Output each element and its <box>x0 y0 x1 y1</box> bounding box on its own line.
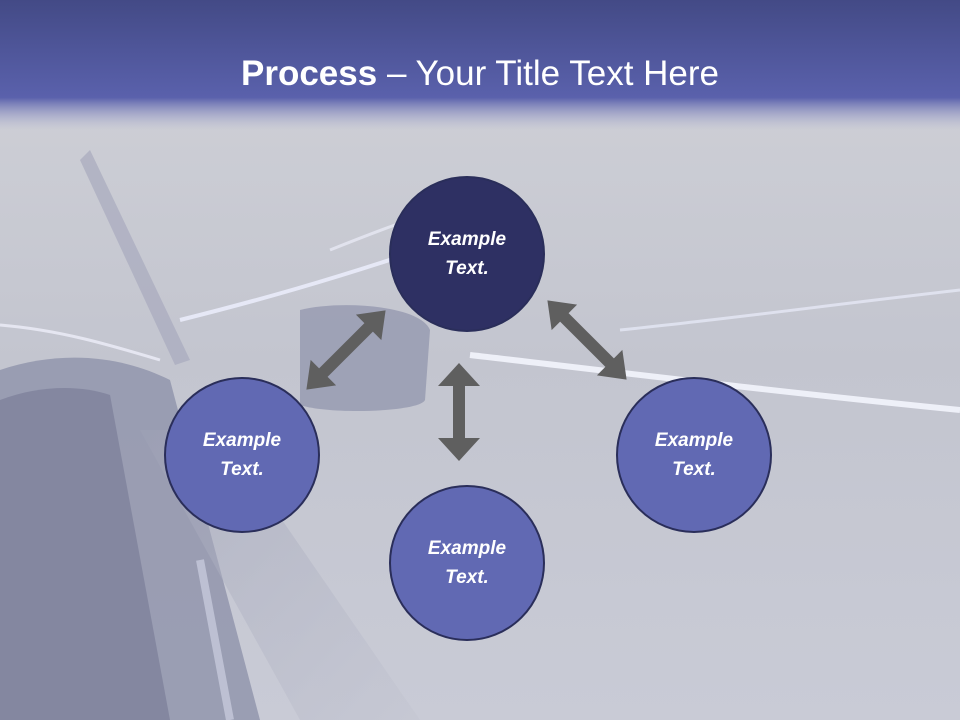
node-text-line1: Example <box>427 229 507 250</box>
node-text-line2: Text. <box>220 459 264 480</box>
title-rest: – Your Title Text Here <box>377 54 719 93</box>
title-bold: Process <box>241 54 378 93</box>
node-text-line1: Example <box>202 430 282 451</box>
node-text-line1: Example <box>654 430 734 451</box>
node-text-line2: Text. <box>445 567 489 588</box>
double-arrow-left <box>306 310 386 390</box>
title-bar <box>0 0 960 130</box>
node-text-line2: Text. <box>445 258 489 279</box>
double-arrow-vertical <box>438 363 480 461</box>
slide-title: Process – Your Title Text Here <box>0 52 960 96</box>
double-arrow-right <box>547 300 627 380</box>
node-text-line2: Text. <box>672 459 716 480</box>
node-text-line1: Example <box>427 538 507 559</box>
